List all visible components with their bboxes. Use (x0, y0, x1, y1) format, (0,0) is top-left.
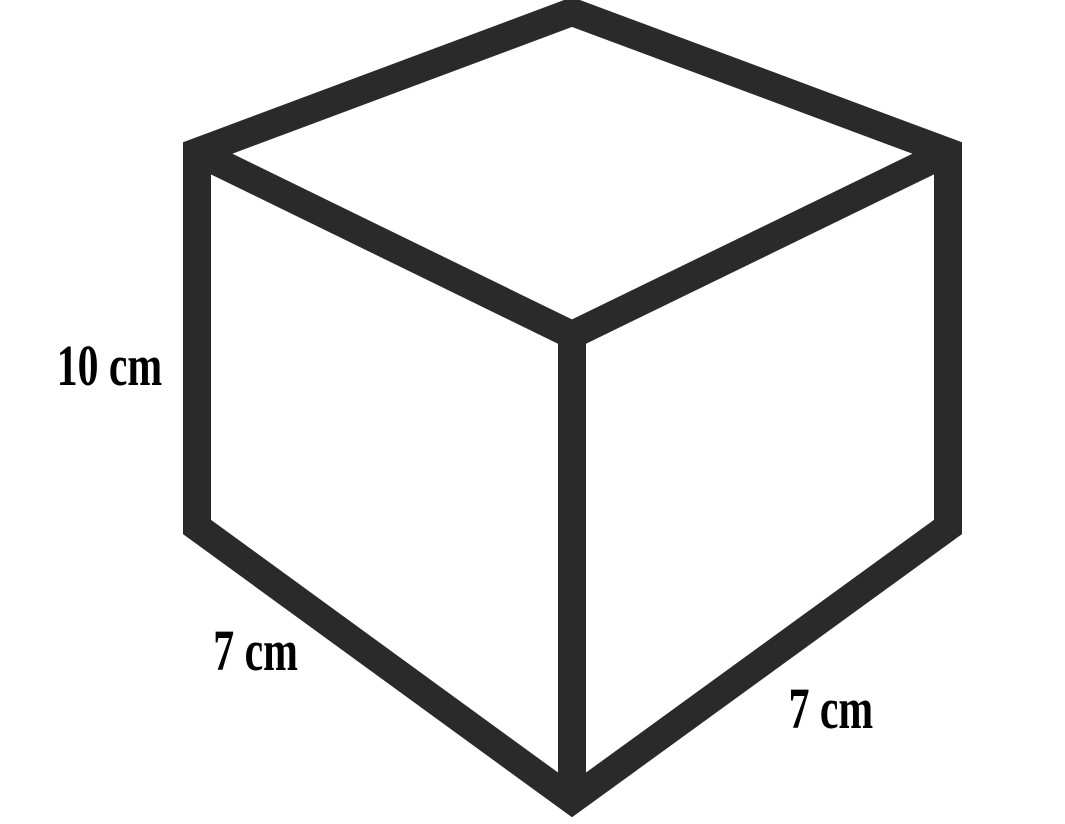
left-depth-label: 7 cm (213, 618, 298, 682)
height-label: 10 cm (57, 333, 162, 397)
top-face-front-edges (190, 139, 955, 351)
right-depth-label: 7 cm (789, 676, 874, 740)
